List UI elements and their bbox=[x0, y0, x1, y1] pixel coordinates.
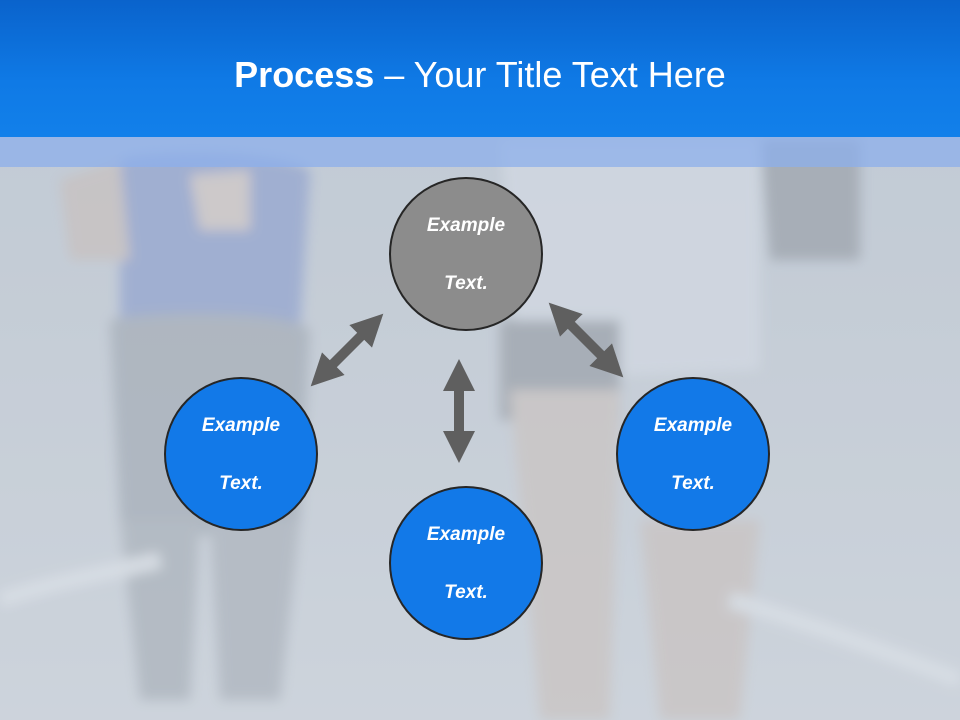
title-bar bbox=[0, 0, 960, 137]
header-subband bbox=[0, 137, 960, 167]
title-separator: – bbox=[374, 54, 414, 95]
node-right-line1: Example bbox=[653, 414, 733, 436]
node-left-line1: Example bbox=[201, 414, 281, 436]
node-bottom-line2: Text. bbox=[444, 581, 488, 603]
node-top-line1: Example bbox=[426, 214, 506, 236]
node-right-line2: Text. bbox=[671, 472, 715, 494]
slide-title: Process – Your Title Text Here bbox=[0, 48, 960, 102]
node-top-line2: Text. bbox=[444, 272, 488, 294]
double-arrow-right-icon bbox=[548, 302, 624, 378]
title-rest: Your Title Text Here bbox=[413, 54, 726, 95]
node-left-line2: Text. bbox=[219, 472, 263, 494]
title-bold: Process bbox=[234, 54, 375, 95]
double-arrow-left-icon bbox=[310, 313, 384, 387]
node-bottom-line1: Example bbox=[426, 523, 506, 545]
